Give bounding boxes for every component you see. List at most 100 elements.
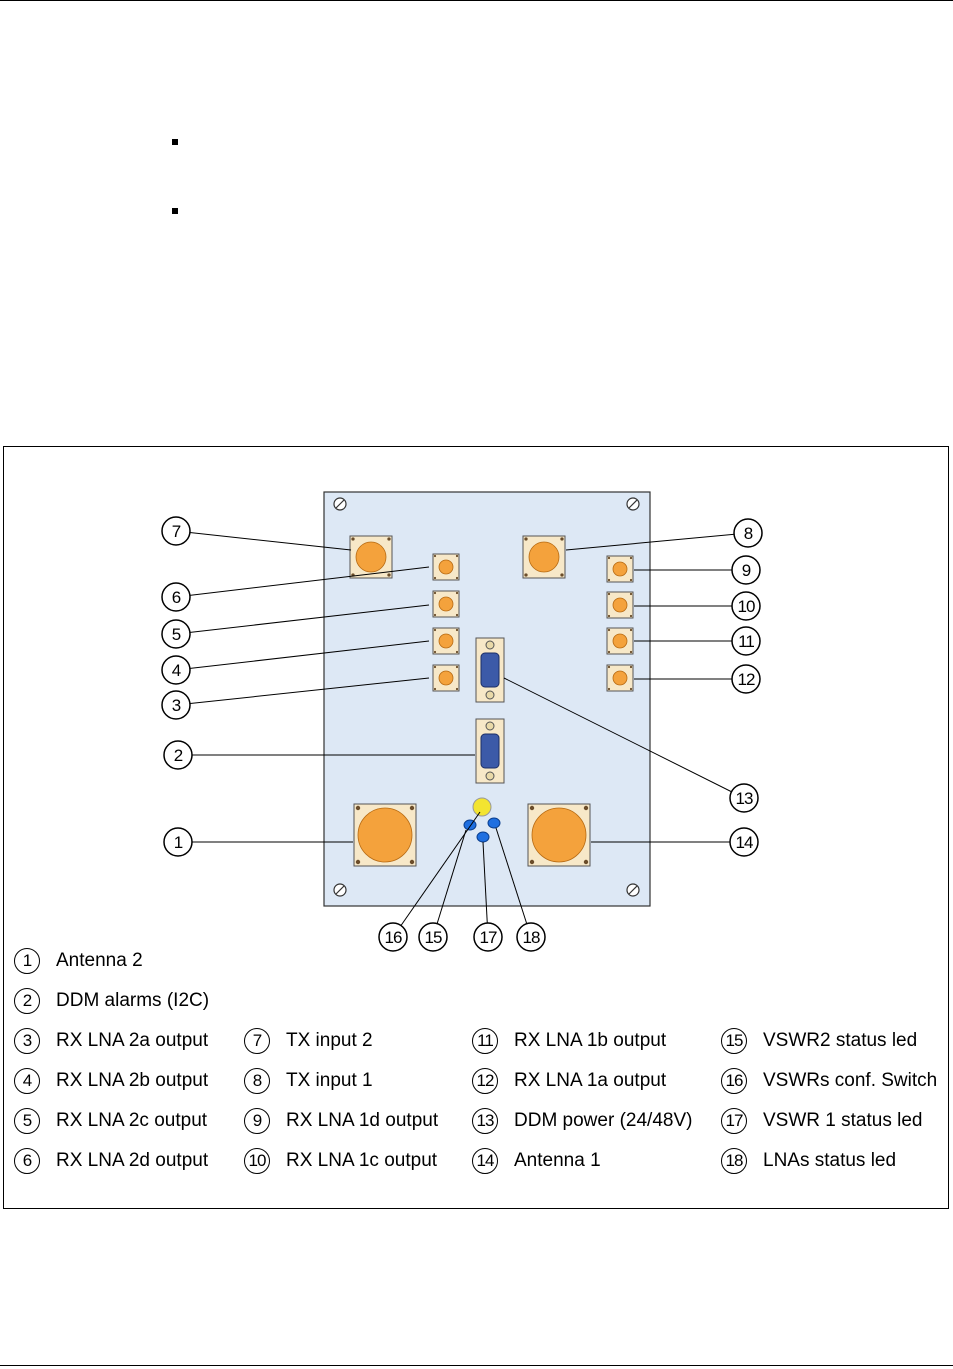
- legend-label: LNAs status led: [763, 1150, 897, 1171]
- legend-number: 7: [244, 1028, 270, 1054]
- callout-number: 2: [174, 746, 183, 765]
- legend-item: 17 VSWR 1 status led: [721, 1107, 922, 1135]
- callout-number: 13: [736, 789, 753, 808]
- legend-label: RX LNA 1d output: [286, 1110, 439, 1131]
- callout-line: [565, 532, 749, 551]
- legend-label: DDM alarms (I2C): [56, 990, 210, 1011]
- legend-item: 14 Antenna 1: [472, 1147, 601, 1175]
- callout-number: 7: [172, 522, 181, 541]
- legend-item: 12 RX LNA 1a output: [472, 1067, 666, 1095]
- legend-label: VSWR 1 status led: [763, 1110, 923, 1131]
- legend-item: 7 TX input 2: [244, 1027, 373, 1055]
- legend-number: 2: [14, 988, 40, 1014]
- legend-number: 17: [721, 1108, 747, 1134]
- ddm-power-dsub-connector: [475, 637, 505, 703]
- callout-number: 4: [172, 661, 181, 680]
- legend-number: 15: [721, 1028, 747, 1054]
- legend-label: DDM power (24/48V): [514, 1110, 693, 1131]
- callout-10: 10: [731, 591, 761, 621]
- callout-number: 5: [172, 625, 181, 644]
- callout-number: 6: [172, 588, 181, 607]
- callout-12: 12: [731, 664, 761, 694]
- legend-number: 12: [472, 1068, 498, 1094]
- callout-3: 3: [161, 690, 191, 720]
- callout-line: [482, 841, 489, 938]
- legend-number: 18: [721, 1148, 747, 1174]
- legend-item: 18 LNAs status led: [721, 1147, 896, 1175]
- callout-line: [495, 827, 532, 938]
- callout-number: 10: [738, 597, 755, 616]
- legend-label: VSWRs conf. Switch: [763, 1070, 938, 1091]
- bullet-marker-2: [172, 208, 178, 214]
- legend-number: 13: [472, 1108, 498, 1134]
- legend-label: RX LNA 2d output: [56, 1150, 209, 1171]
- callout-line: [175, 604, 430, 635]
- tx-input-2-connector: [349, 535, 393, 579]
- legend-label: TX input 1: [286, 1070, 373, 1091]
- callout-8: 8: [733, 518, 763, 548]
- page-bottom-rule: [0, 1365, 953, 1366]
- callout-line: [432, 829, 467, 938]
- callout-18: 18: [516, 922, 546, 952]
- legend-number: 14: [472, 1148, 498, 1174]
- vswr1-status-led: [476, 831, 490, 843]
- callout-number: 8: [744, 524, 753, 543]
- vswrs-conf-switch: [472, 797, 492, 817]
- callout-line: [175, 566, 430, 598]
- panel-screw: [333, 883, 347, 897]
- legend-label: Antenna 1: [514, 1150, 601, 1171]
- tx-input-1-connector: [522, 535, 566, 579]
- legend-number: 5: [14, 1108, 40, 1134]
- callout-number: 11: [738, 632, 754, 651]
- callout-17: 17: [473, 922, 503, 952]
- rx-lna-2a-connector: [432, 664, 460, 692]
- callout-number: 12: [738, 670, 755, 689]
- bullet-marker-1: [172, 139, 178, 145]
- ddm-alarms-dsub-connector: [475, 718, 505, 784]
- panel-screw: [626, 497, 640, 511]
- rx-lna-2d-connector: [432, 553, 460, 581]
- legend-label: RX LNA 1c output: [286, 1150, 438, 1171]
- lnas-status-led: [487, 817, 501, 829]
- rx-lna-1d-connector: [606, 555, 634, 583]
- callout-5: 5: [161, 619, 191, 649]
- callout-7: 7: [161, 516, 191, 546]
- callout-14: 14: [729, 827, 759, 857]
- legend-item: 5 RX LNA 2c output: [14, 1107, 207, 1135]
- callout-number: 16: [385, 928, 402, 947]
- page-top-rule: [0, 0, 953, 1]
- legend-item: 16 VSWRs conf. Switch: [721, 1067, 937, 1095]
- callout-line: [392, 811, 481, 938]
- callout-line: [503, 677, 745, 799]
- callout-15: 15: [418, 922, 448, 952]
- callout-number: 1: [174, 833, 183, 852]
- callout-2: 2: [163, 740, 193, 770]
- legend-number: 16: [721, 1068, 747, 1094]
- callout-line: [175, 677, 430, 706]
- legend-label: TX input 2: [286, 1030, 373, 1051]
- vswr2-status-led: [463, 819, 477, 831]
- callout-6: 6: [161, 582, 191, 612]
- callout-line: [175, 640, 430, 671]
- legend-number: 8: [244, 1068, 270, 1094]
- legend-label: RX LNA 1a output: [514, 1070, 667, 1091]
- callout-1: 1: [163, 827, 193, 857]
- legend-number: 3: [14, 1028, 40, 1054]
- callout-16: 16: [378, 922, 408, 952]
- rx-lna-2b-connector: [432, 627, 460, 655]
- legend-item: 13 DDM power (24/48V): [472, 1107, 692, 1135]
- legend-item: 8 TX input 1: [244, 1067, 373, 1095]
- legend-label: Antenna 2: [56, 950, 143, 971]
- callout-11: 11: [731, 626, 761, 656]
- callout-9: 9: [731, 555, 761, 585]
- legend-label: VSWR2 status led: [763, 1030, 918, 1051]
- legend-label: RX LNA 2c output: [56, 1110, 208, 1131]
- legend-number: 9: [244, 1108, 270, 1134]
